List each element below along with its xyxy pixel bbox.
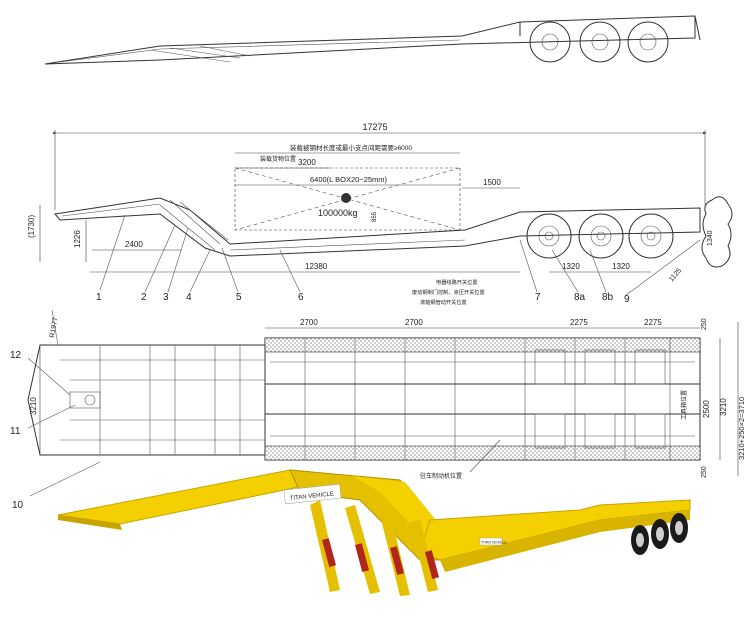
dim-2275b: 2275 <box>644 318 662 327</box>
dim-6400: 6400(L BOX20~25mm) <box>310 175 388 184</box>
dim-3210-right: 3210 <box>719 398 728 416</box>
cross-members <box>304 338 671 460</box>
callout-3: 3 <box>163 292 169 303</box>
side-plate <box>479 537 503 546</box>
callout-8b: 8b <box>602 292 614 303</box>
callout-1: 1 <box>96 292 102 303</box>
dim-1125: 1125 <box>668 267 683 283</box>
callout-9: 9 <box>624 294 630 305</box>
gooseneck-members <box>99 345 241 455</box>
low-deck <box>419 499 691 561</box>
dim-250a: 250 <box>701 318 708 330</box>
callout-5: 5 <box>236 292 242 303</box>
small-side-view <box>44 15 701 65</box>
dim-12380: 12380 <box>305 262 328 271</box>
dim-overall-length: 17275 <box>362 122 387 132</box>
dim-1500: 1500 <box>483 178 501 187</box>
dim-1320b: 1320 <box>612 262 630 271</box>
small-wheel <box>529 21 669 63</box>
tool-box-position: 工具箱位置 <box>680 390 688 420</box>
brand-plate <box>283 483 342 505</box>
dim-r1977: R1977 <box>49 317 59 339</box>
trailer-photo: TITAN VEHICLE TITAN VEHICLE <box>57 469 691 596</box>
dim-2500: 2500 <box>702 400 711 418</box>
dim-1730: (1730) <box>27 215 36 238</box>
center-of-gravity <box>341 193 351 203</box>
photo-wheels <box>631 513 688 555</box>
legend-line-3: 滚轴钢管动开关位置 <box>420 298 467 306</box>
callout-leaders <box>99 214 701 297</box>
spare-tire-outline <box>701 196 733 268</box>
callout-2: 2 <box>141 292 147 303</box>
legend-line-1: 电器线路开关位置 <box>436 278 478 286</box>
callout-4: 4 <box>186 292 192 303</box>
dim-2400: 2400 <box>125 240 143 249</box>
note-top: 装载被钢材长度或最小支点间距需要≥6000 <box>290 143 412 152</box>
dim-2275a: 2275 <box>570 318 588 327</box>
top-view: 2700 2700 2275 2275 <box>10 309 746 511</box>
dim-1226: 1226 <box>73 230 82 248</box>
dim-1340: 1340 <box>707 230 714 246</box>
dim-3210-left: 3210 <box>29 397 38 415</box>
callout-6: 6 <box>298 292 304 303</box>
main-side-view: 17275 装载被钢材长度或最小支点间距需要≥6000 装载货物位置 3200 … <box>27 122 733 306</box>
dim-2700a: 2700 <box>300 318 318 327</box>
legend-line-2: 废动钢制门控制、液压开关位置 <box>412 288 485 296</box>
callout-8a: 8a <box>574 292 586 303</box>
callout-11: 11 <box>10 426 21 437</box>
side-plate-label: TITAN VEHICLE <box>481 541 507 545</box>
dim-total-width: 3210+250×2=3710 <box>737 397 746 460</box>
main-wheels <box>526 213 674 259</box>
callout-12: 12 <box>10 350 22 361</box>
dim-2700b: 2700 <box>405 318 423 327</box>
dim-3200: 3200 <box>298 158 316 167</box>
dim-1320a: 1320 <box>562 262 580 271</box>
support-legs <box>310 500 440 596</box>
dim-250b: 250 <box>701 466 708 478</box>
callout-7: 7 <box>535 292 541 303</box>
load-weight: 100000kg <box>318 208 358 218</box>
dim-855: 855 <box>372 211 378 222</box>
brand-label: TITAN VEHICLE <box>290 491 335 502</box>
brake-position-note: 驻车制动机位置 <box>420 472 462 480</box>
callout-10: 10 <box>12 500 24 511</box>
note-sub: 装载货物位置 <box>260 155 296 163</box>
